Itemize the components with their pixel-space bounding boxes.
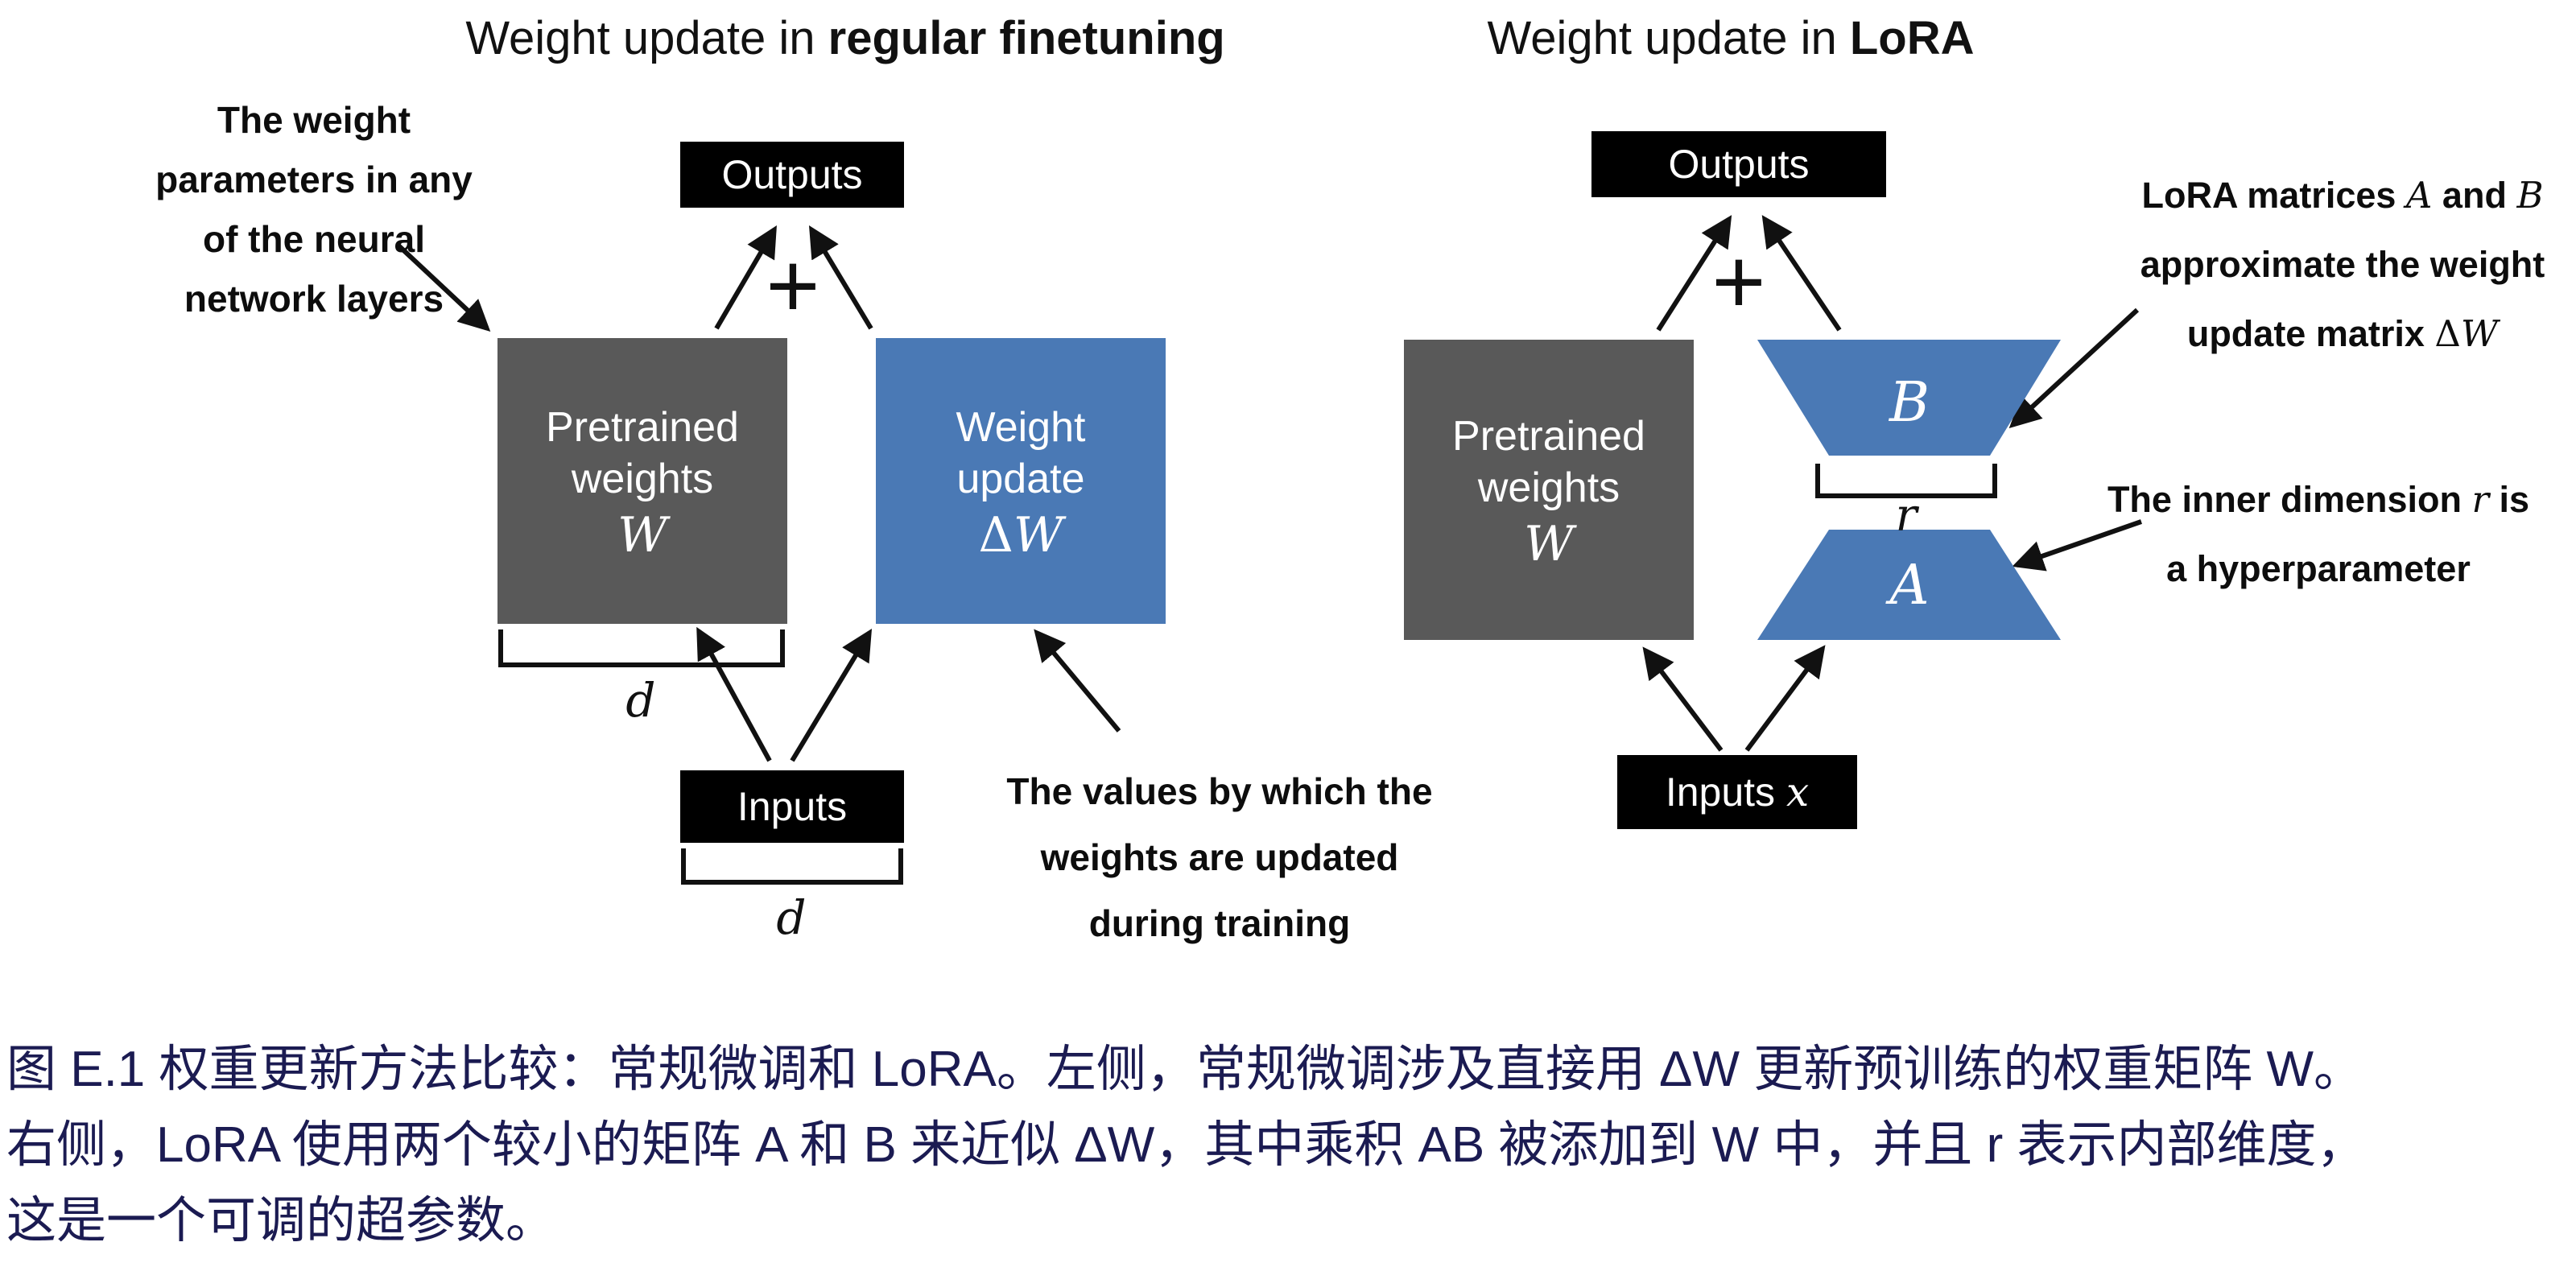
note-lora-matrices: LoRA matrices A and B approximate the we… <box>2140 174 2545 355</box>
arrow-inputs-to-update-left <box>790 628 873 762</box>
outputs-box-left: Outputs <box>680 142 904 208</box>
matrix-a-trapezoid <box>1757 530 2061 640</box>
outputs-label-right: Outputs <box>1668 142 1810 187</box>
matrix-a-label: A <box>1889 553 1930 617</box>
symbol-delta-w: ΔW <box>978 506 1063 563</box>
plus-sign-left: + <box>766 234 820 337</box>
matrix-b-label: B <box>1889 370 1930 435</box>
symbol-w-right: W <box>1524 515 1574 572</box>
arrow-pretrained-to-outputs-left <box>714 225 777 330</box>
dim-d-pretrained: d <box>625 673 656 728</box>
note-values-updated: The values by which the weights are upda… <box>1006 770 1433 944</box>
left-title-bold: regular finetuning <box>828 12 1225 64</box>
bracket-pretrained-width <box>498 629 785 667</box>
symbol-w-left: W <box>617 506 667 563</box>
right-title: Weight update in LoRA <box>1465 11 1996 65</box>
outputs-label-left: Outputs <box>721 152 863 197</box>
arrow-inputs-to-a <box>1744 645 1826 752</box>
note-inner-dimension: The inner dimension r is a hyperparamete… <box>2107 478 2530 589</box>
left-title-prefix: Weight update in <box>465 12 828 64</box>
arrow-inputs-to-pretrained-left <box>696 626 772 762</box>
plus-sign-right: + <box>1711 230 1766 333</box>
right-title-bold: LoRA <box>1849 12 1975 64</box>
arrow-note-rank-to-r <box>2012 519 2142 572</box>
inputs-label-right: Inputs <box>1665 770 1786 815</box>
inputs-label-left: Inputs <box>737 784 848 829</box>
note-weight-parameters: The weight parameters in any of the neur… <box>155 99 473 320</box>
rank-r-label: r <box>1895 489 1918 542</box>
arrow-note-lora-to-b <box>2008 307 2140 428</box>
arrow-update-to-outputs-left <box>808 225 873 330</box>
outputs-box-right: Outputs <box>1591 131 1886 197</box>
arrow-note-params-to-pretrained <box>396 243 491 332</box>
matrix-b-trapezoid <box>1757 340 2061 456</box>
caption-line-2: 右侧，LoRA 使用两个较小的矩阵 A 和 B 来近似 ΔW，其中乘积 AB 被… <box>6 1117 2367 1173</box>
arrow-ba-to-outputs-right <box>1761 215 1842 332</box>
pretrained-weights-box-right: Pretrained weights W <box>1404 340 1694 640</box>
bracket-inputs-width <box>681 848 903 885</box>
arrow-pretrained-to-outputs-right <box>1656 215 1732 332</box>
inputs-x-box: Inputs x <box>1617 755 1857 829</box>
inputs-x-symbol: x <box>1785 769 1810 815</box>
figure-caption: 图 E.1 权重更新方法比较：常规微调和 LoRA。左侧，常规微调涉及直接用 Δ… <box>6 1032 2570 1259</box>
dim-d-inputs: d <box>776 890 807 945</box>
caption-line-3: 这是一个可调的超参数。 <box>6 1193 556 1248</box>
weight-update-box: Weight update ΔW <box>876 338 1166 624</box>
right-title-prefix: Weight update in <box>1487 12 1850 64</box>
bracket-rank-r <box>1815 464 1997 498</box>
inputs-box-left: Inputs <box>680 770 904 843</box>
arrow-inputs-to-pretrained-right <box>1642 646 1724 752</box>
pretrained-weights-box-left: Pretrained weights W <box>497 338 787 624</box>
caption-line-1: 图 E.1 权重更新方法比较：常规微调和 LoRA。左侧，常规微调涉及直接用 Δ… <box>6 1042 2363 1097</box>
arrow-note-values-to-update <box>1034 629 1121 733</box>
left-title: Weight update in regular finetuning <box>314 11 1377 65</box>
